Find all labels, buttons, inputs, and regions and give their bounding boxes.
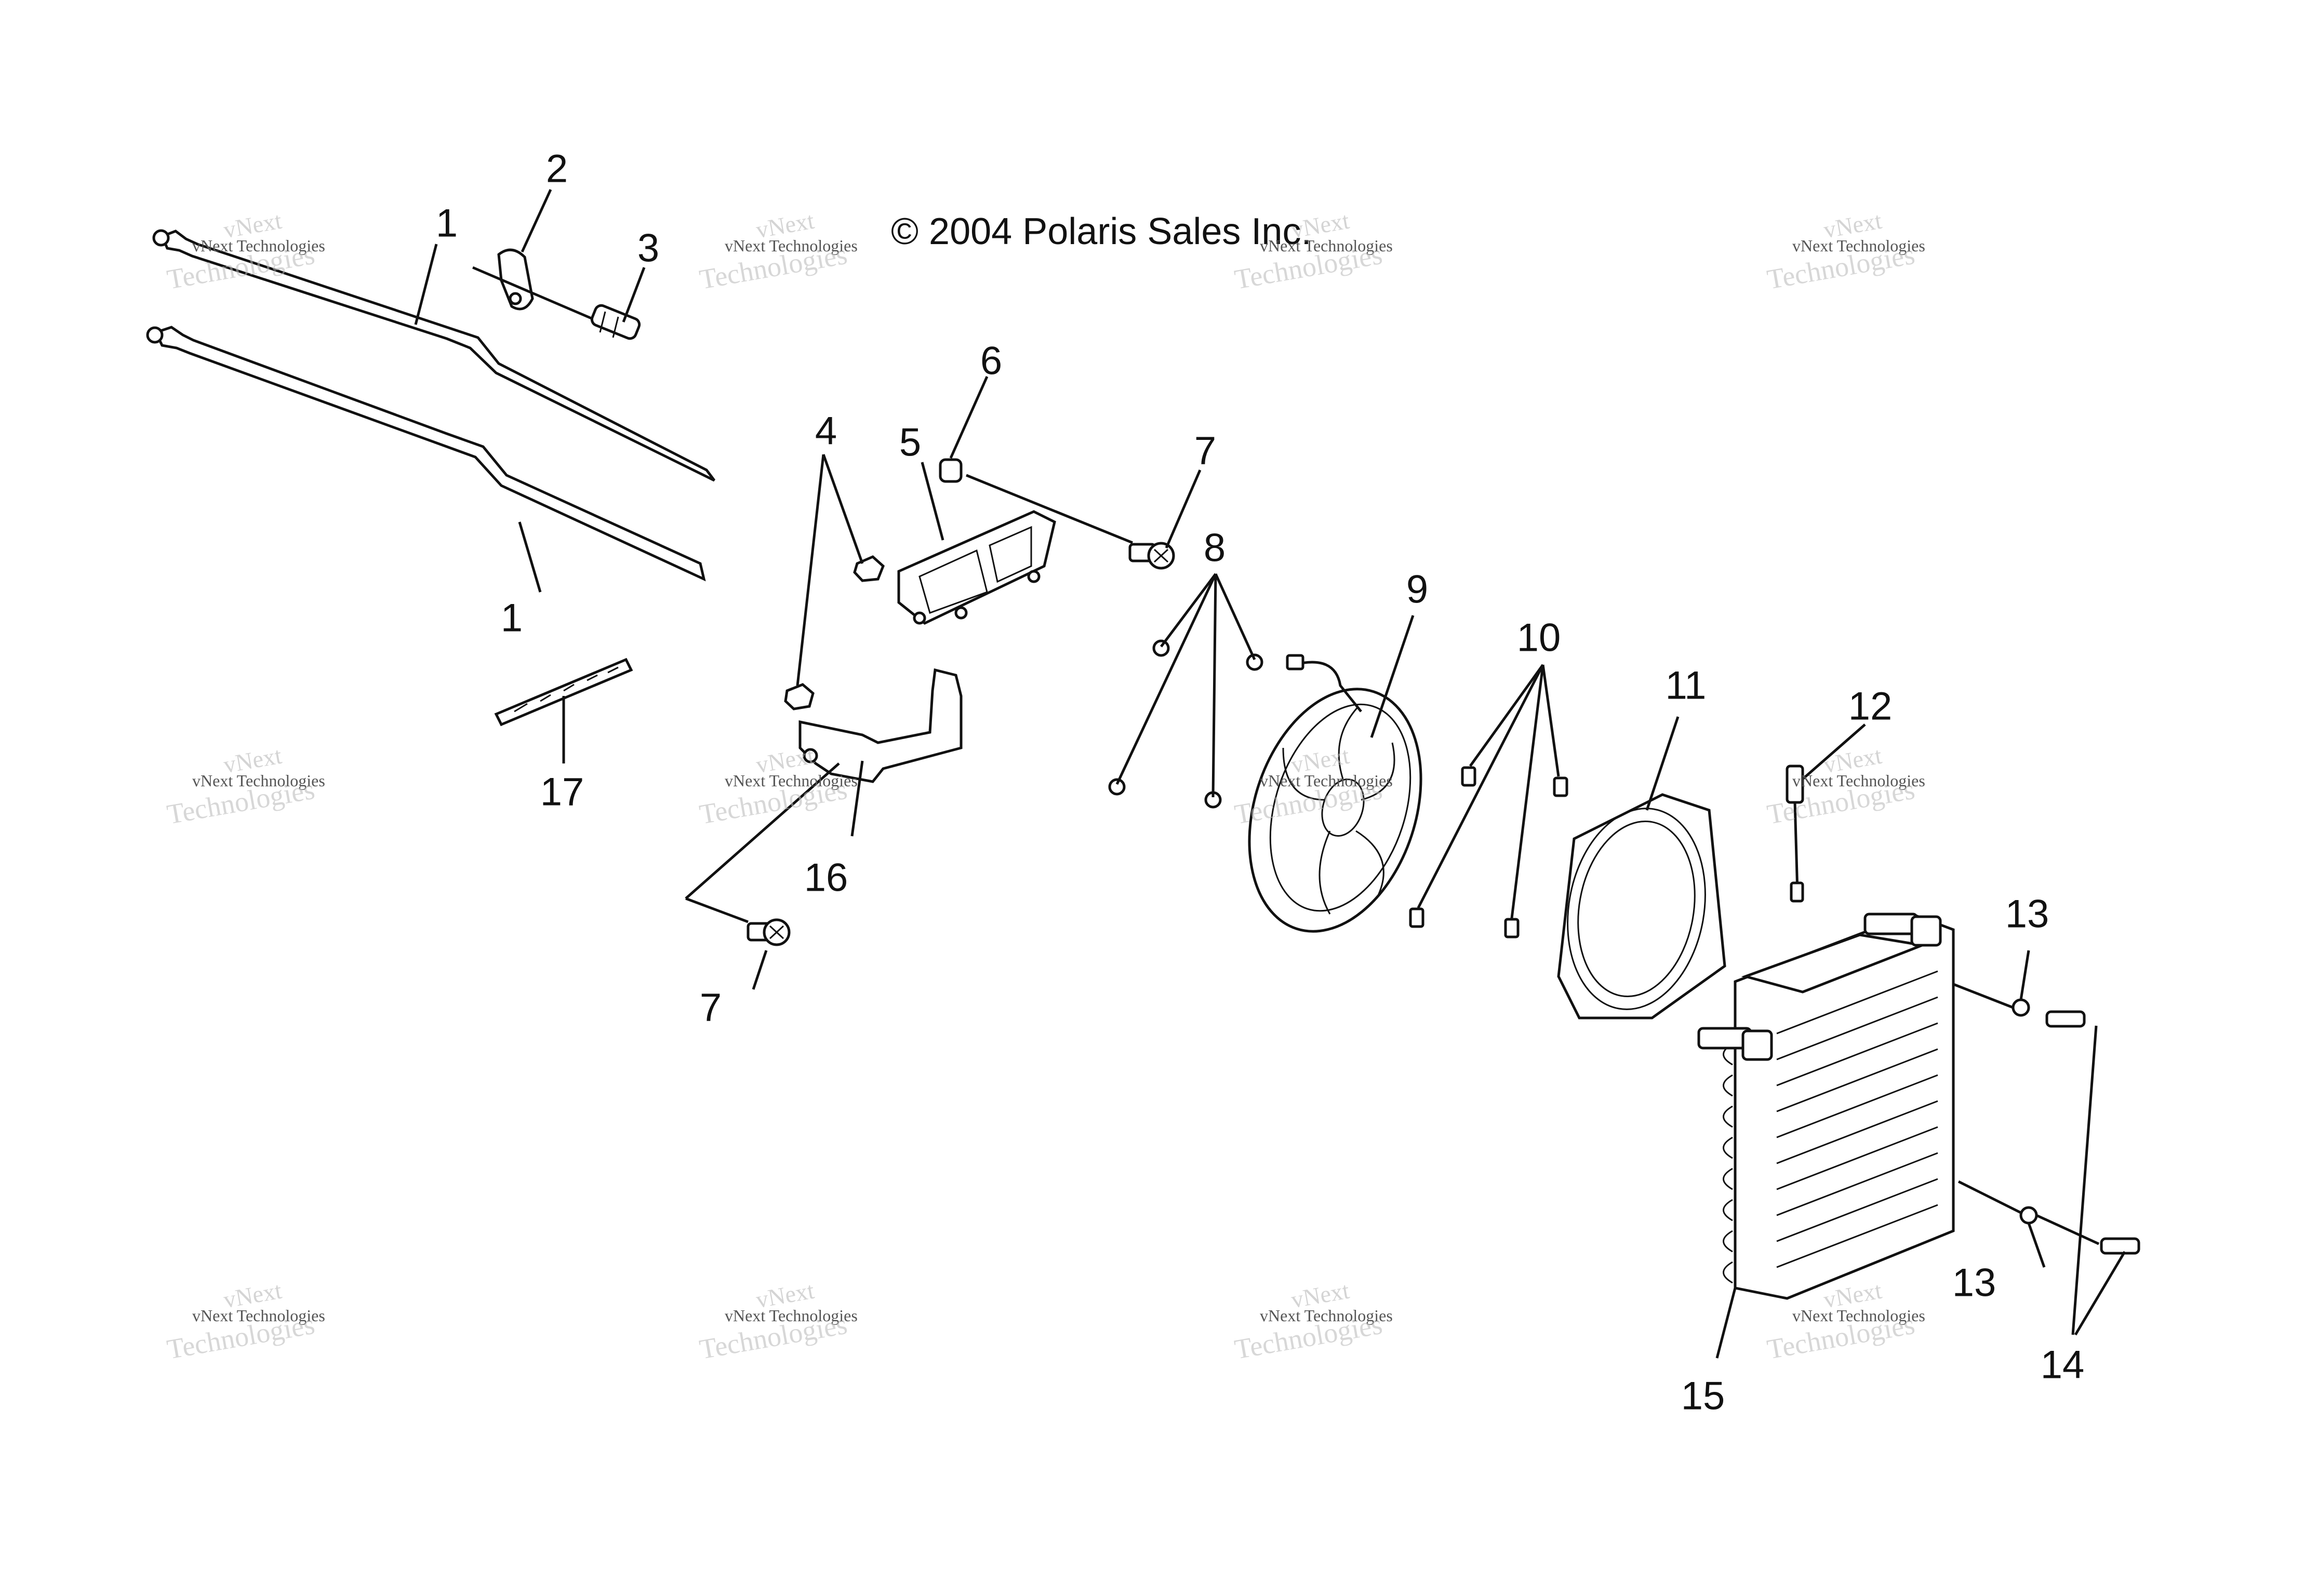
fan-clip-3 <box>1409 907 1424 928</box>
callout-15: 15 <box>1681 1374 1725 1418</box>
callout-9: 9 <box>1406 567 1429 612</box>
callout-10: 10 <box>1516 615 1561 660</box>
fan-clip-1 <box>1461 766 1476 787</box>
callout-12: 12 <box>1848 684 1893 729</box>
bracket-plate <box>897 510 1056 625</box>
fan-clip-4 <box>1504 918 1520 938</box>
clip-3 <box>1108 778 1126 796</box>
fan-shroud <box>1557 793 1726 1020</box>
bolt-lower <box>747 918 791 946</box>
callout-11: 11 <box>1665 663 1707 708</box>
mounting-bracket <box>798 668 963 783</box>
spacer <box>939 458 963 483</box>
fitting <box>590 304 641 340</box>
callout-16: 16 <box>804 855 848 900</box>
callout-7-lower: 7 <box>699 985 722 1030</box>
clip-2 <box>1246 653 1263 671</box>
copyright-notice: © 2004 Polaris Sales Inc. <box>891 211 1312 252</box>
screw-upper <box>2045 1010 2086 1028</box>
callout-14: 14 <box>2040 1343 2085 1387</box>
callout-17: 17 <box>540 770 584 814</box>
callout-5: 5 <box>899 420 922 465</box>
callout-1-upper: 1 <box>435 201 458 246</box>
leader-lines <box>414 189 2126 1359</box>
callout-1-lower: 1 <box>500 596 523 640</box>
callout-3: 3 <box>637 226 660 271</box>
screw-lower <box>2100 1237 2140 1255</box>
callout-13-lower: 13 <box>1952 1260 1996 1305</box>
fan-clip-2 <box>1553 776 1568 797</box>
cooling-fan <box>1248 654 1422 933</box>
bolt-upper <box>1128 542 1175 570</box>
clip-1 <box>1152 639 1170 657</box>
callout-7-upper: 7 <box>1194 428 1217 473</box>
nut-lower <box>784 683 815 710</box>
tube-clamp <box>497 248 534 311</box>
mounting-bracket-hole <box>803 748 818 763</box>
washer-lower <box>2019 1206 2038 1225</box>
washer-upper <box>2012 998 2030 1017</box>
callout-2: 2 <box>545 146 568 191</box>
callout-8: 8 <box>1203 526 1226 570</box>
callout-4: 4 <box>815 409 837 453</box>
callout-6: 6 <box>980 339 1003 383</box>
lower-tube <box>146 326 706 582</box>
oil-cooler <box>1697 913 1955 1300</box>
nut-upper <box>853 555 885 582</box>
upper-tube <box>152 229 715 482</box>
callout-13-upper: 13 <box>2005 892 2049 936</box>
temperature-sensor <box>1786 765 1804 903</box>
